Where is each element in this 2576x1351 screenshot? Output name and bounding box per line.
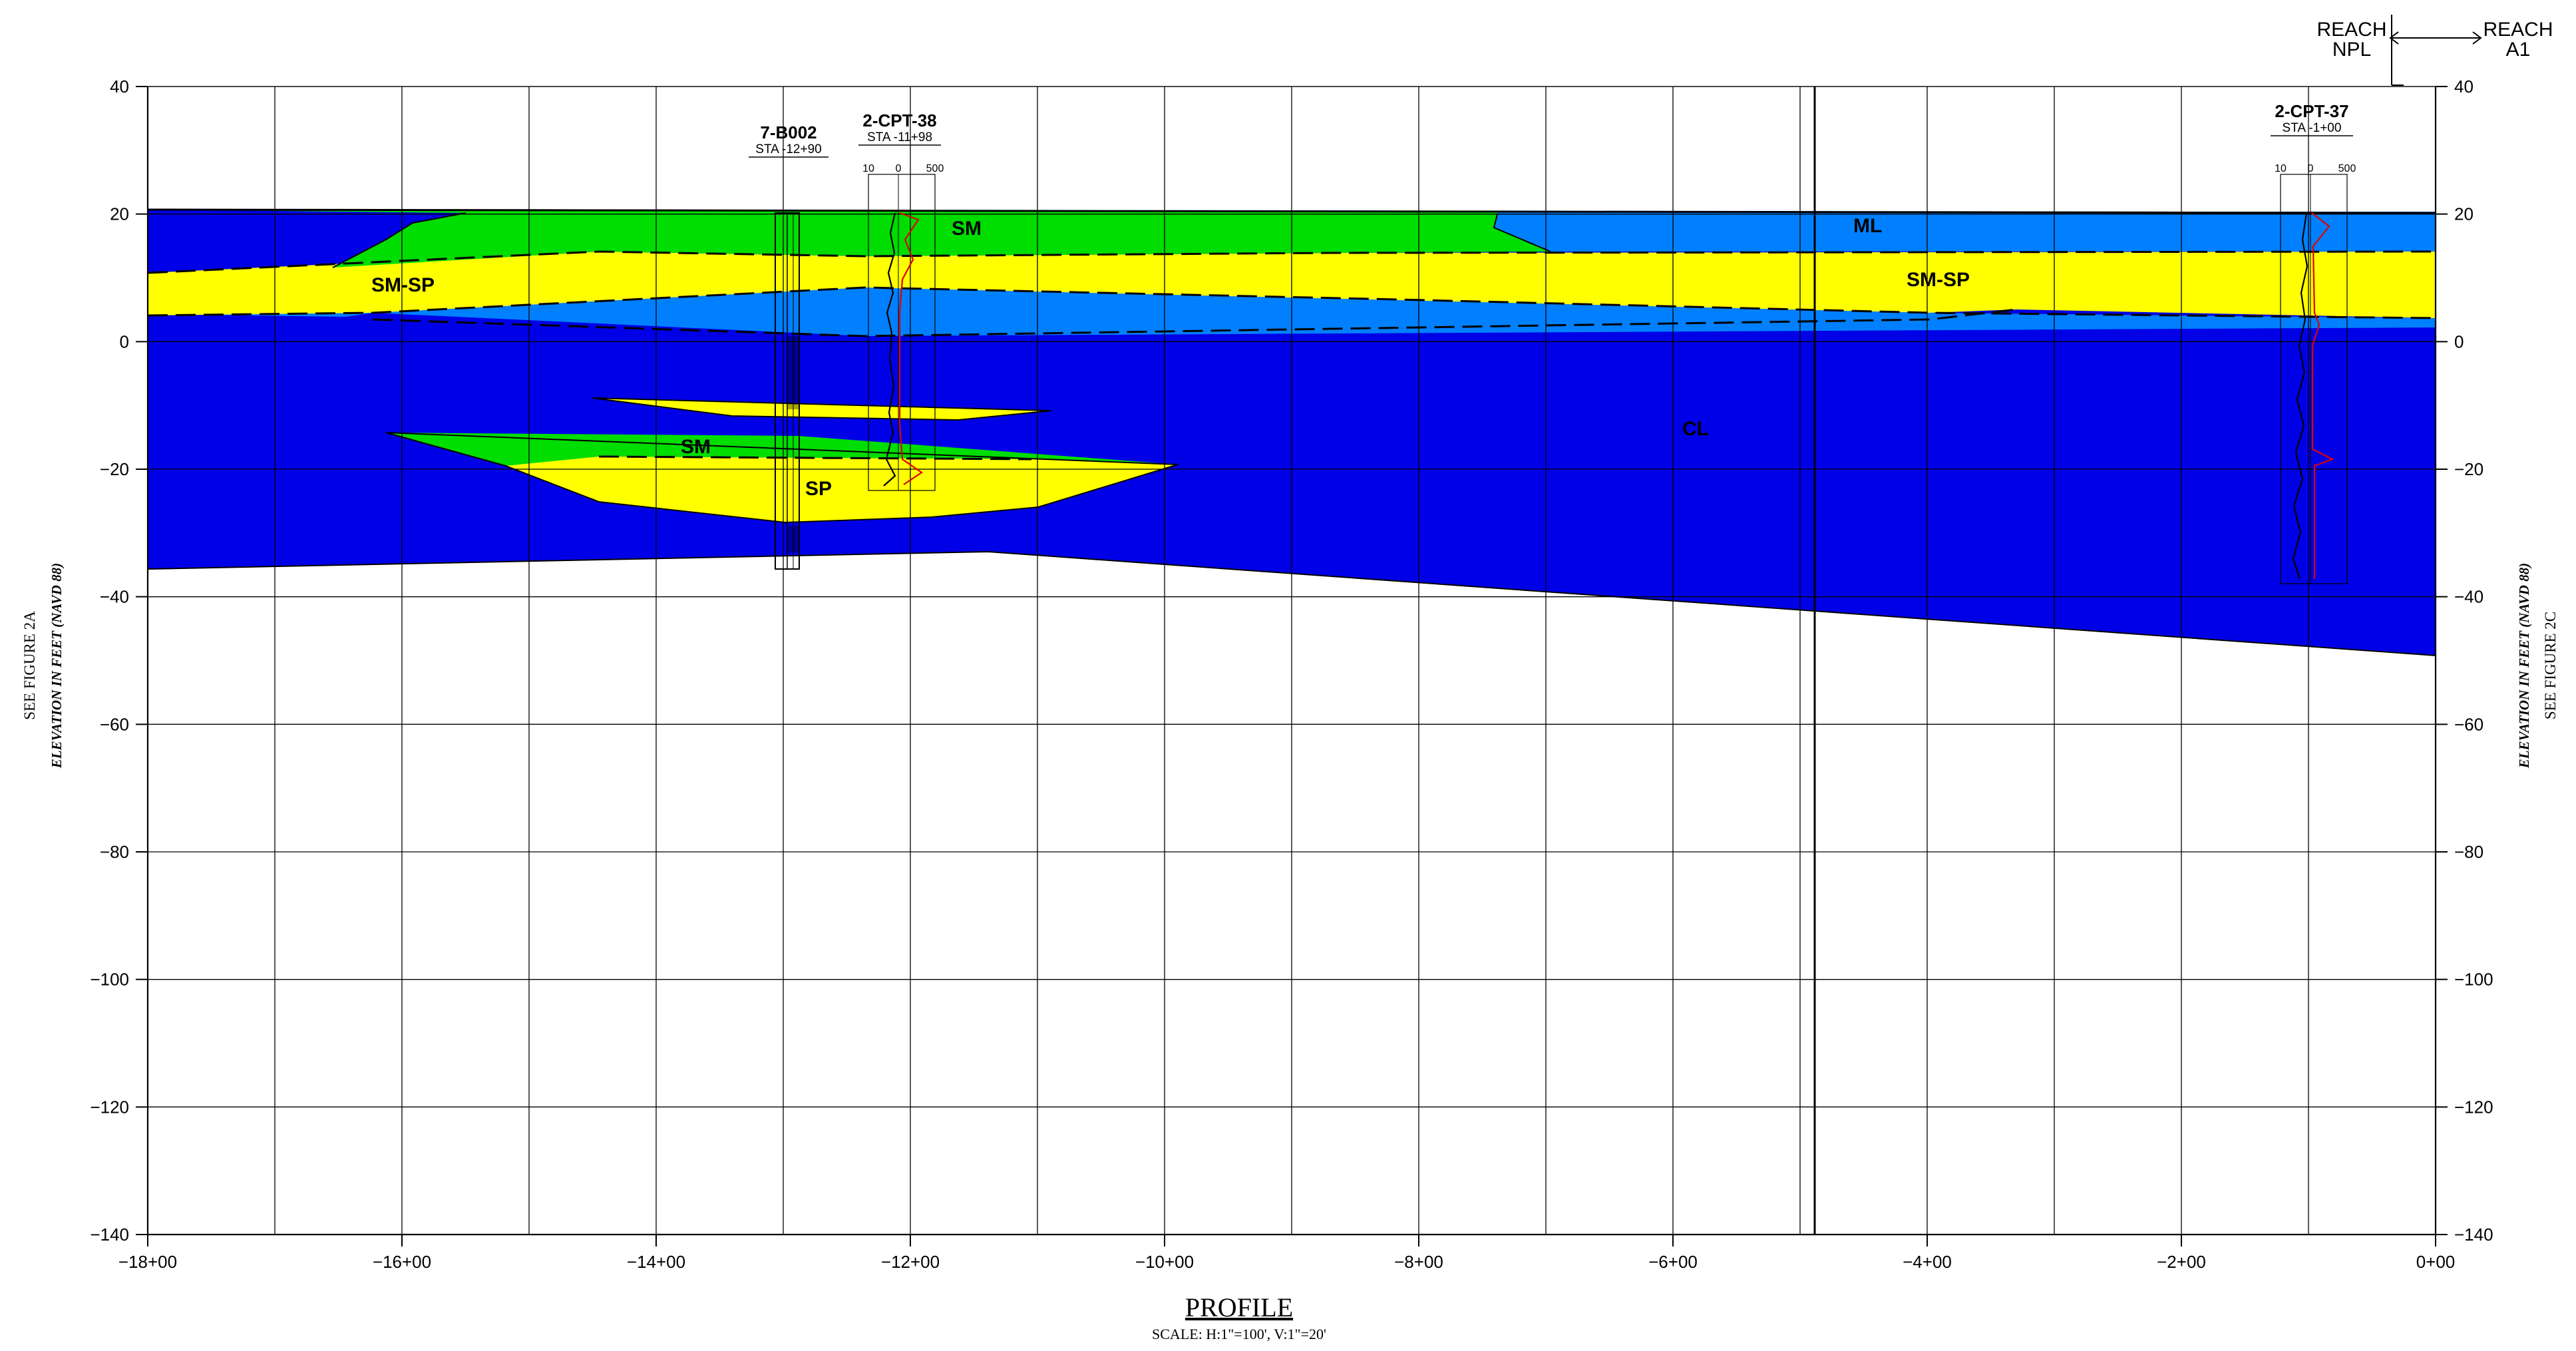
y-tick-label-left: 0 <box>120 331 129 351</box>
cpt-scale-mid: 0 <box>896 163 902 174</box>
see-figure-2a-note: SEE FIGURE 2A <box>21 611 38 720</box>
x-tick-label: −10+00 <box>1135 1252 1194 1272</box>
see-figure-2c-note: SEE FIGURE 2C <box>2542 612 2559 719</box>
profile-scale: SCALE: H:1"=100', V:1"=20' <box>1152 1326 1326 1342</box>
cpt-scale-right: 500 <box>2338 163 2356 174</box>
boring-id: 7-B002 <box>760 122 817 142</box>
left-axis-label: ELEVATION IN FEET (NAVD 88) <box>49 563 65 769</box>
ml-outline <box>1493 214 1551 252</box>
y-tick-label-left: −80 <box>100 842 129 862</box>
cpt-id: 2-CPT-37 <box>2275 101 2348 121</box>
cpt-station: STA -11+98 <box>867 130 932 144</box>
soil-label-sm-lens: SM <box>681 436 711 458</box>
sp-lower-outline <box>385 432 1179 524</box>
soil-label-ml: ML <box>1853 215 1882 237</box>
contact-line-2 <box>147 286 2436 319</box>
x-tick-label: −12+00 <box>881 1252 940 1272</box>
reach-right-line1: REACH <box>2483 19 2553 41</box>
y-tick-label-left: 40 <box>110 77 129 96</box>
cpt-2-cpt-37: 2-CPT-37 STA -1+00 10 0 500 <box>2271 101 2356 584</box>
y-tick-label-right: −100 <box>2454 970 2493 990</box>
y-tick-label-left: −100 <box>90 970 129 990</box>
y-tick-label-right: 20 <box>2454 204 2474 224</box>
y-tick-label-right: −20 <box>2454 459 2484 479</box>
x-tick-label: −16+00 <box>373 1252 431 1272</box>
soil-label-sm-top: SM <box>952 218 982 240</box>
boring-station: STA -12+90 <box>755 142 821 156</box>
grid <box>146 86 2437 1236</box>
ml-top-layer <box>1494 212 2436 252</box>
y-tick-label-left: −20 <box>100 459 129 479</box>
y-tick-label-right: −120 <box>2454 1097 2493 1117</box>
x-tick-label: −2+00 <box>2157 1252 2206 1272</box>
right-axis-label: ELEVATION IN FEET (NAVD 88) <box>2516 563 2532 769</box>
contact-line-3 <box>372 308 2017 337</box>
cpt-scale-mid: 0 <box>2308 163 2314 174</box>
cpt-2-cpt-38: 2-CPT-38 STA -11+98 10 0 500 <box>858 110 944 491</box>
contact-line-4 <box>598 455 1032 461</box>
y-tick-label-left: −40 <box>100 587 129 607</box>
cpt-station: STA -1+00 <box>2283 121 2342 135</box>
reach-left-line2: NPL <box>2332 39 2371 61</box>
soil-label-smsp-left: SM-SP <box>371 274 435 296</box>
x-tick-label: −6+00 <box>1648 1252 1698 1272</box>
cpt-scale-left: 10 <box>2275 163 2287 174</box>
soil-label-smsp-right: SM-SP <box>1907 269 1970 291</box>
x-tick-label: −8+00 <box>1394 1252 1443 1272</box>
contact-line-1 <box>147 250 2436 274</box>
soil-label-sp: SP <box>805 478 832 500</box>
reach-left-line1: REACH <box>2316 19 2386 41</box>
y-tick-label-left: −120 <box>90 1097 129 1117</box>
x-tick-label: 0+00 <box>2416 1252 2456 1272</box>
y-tick-label-right: 40 <box>2454 77 2474 96</box>
reach-right-line2: A1 <box>2506 39 2531 61</box>
y-tick-label-right: −40 <box>2454 587 2484 607</box>
cpt-scale-right: 500 <box>926 163 944 174</box>
x-tick-label: −14+00 <box>627 1252 685 1272</box>
base-line <box>147 550 2436 656</box>
y-tick-label-left: −60 <box>100 714 129 734</box>
y-tick-label-left: −140 <box>90 1225 129 1245</box>
reach-indicator: REACH NPL REACH A1 <box>2316 15 2553 86</box>
x-tick-label: −18+00 <box>118 1252 177 1272</box>
sm-top-outline <box>332 212 466 268</box>
y-tick-label-left: 20 <box>110 204 129 224</box>
y-tick-label-right: −60 <box>2454 714 2484 734</box>
profile-title: PROFILE <box>1185 1292 1293 1322</box>
boring-7-b002: 7-B002 STA -12+90 <box>749 122 828 570</box>
soil-label-cl: CL <box>1682 418 1709 440</box>
y-tick-label-right: −140 <box>2454 1225 2493 1245</box>
y-tick-label-right: −80 <box>2454 842 2484 862</box>
cpt-id: 2-CPT-38 <box>862 110 936 130</box>
cpt-scale-left: 10 <box>862 163 874 174</box>
x-tick-label: −4+00 <box>1903 1252 1952 1272</box>
y-tick-label-right: 0 <box>2454 331 2464 351</box>
sp-upper-lens <box>592 398 1051 420</box>
axis-ticks: 40 40 20 20 0 0 −20 −20 −40 −40 −60 −60 −80 −80 −100 −1… <box>90 77 2493 1272</box>
